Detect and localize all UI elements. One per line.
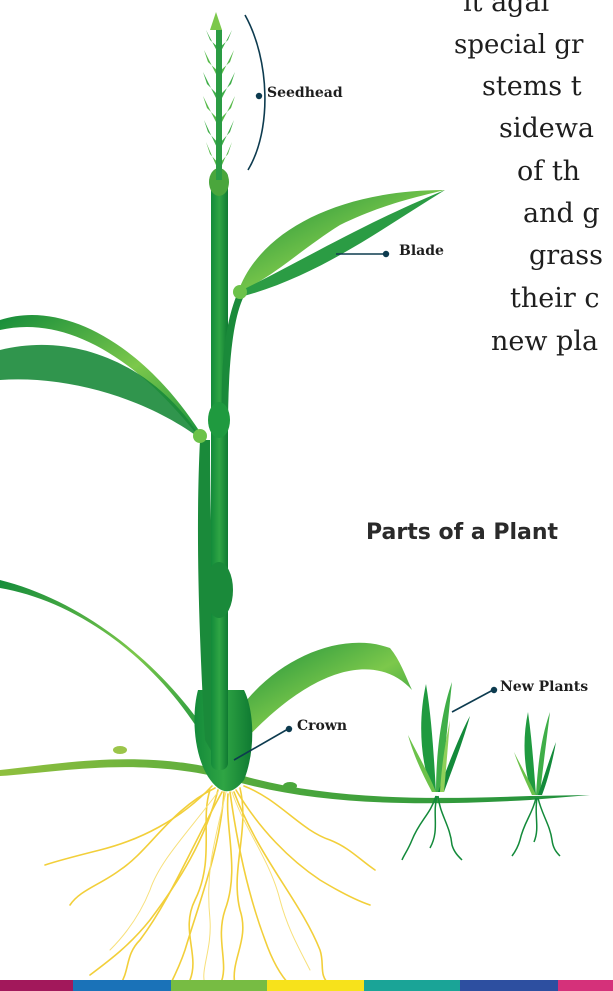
body-text-line: stems t [482,72,582,102]
bar-segment [0,980,73,991]
runner-node [113,746,127,754]
new-plant-2 [514,712,556,795]
new-plant-1 [408,682,470,792]
body-text-line: it agai [463,0,549,18]
leaf-joint [233,285,247,299]
body-text-line: of th [517,157,580,187]
stem-node [208,402,230,438]
main-roots [45,786,375,985]
bar-segment [460,980,558,991]
runner-node [283,782,297,790]
label-new-plants: New Plants [500,679,588,695]
body-text-line: their c [510,284,599,314]
leader-dots [256,93,497,732]
seedhead-spike [203,12,235,180]
new-plants-leader [452,690,493,712]
body-text-line: new pla [491,327,598,357]
diagram-title: Parts of a Plant [366,520,558,545]
bar-segment [171,980,267,991]
bar-segment [364,980,460,991]
seedhead-bracket [245,15,265,170]
main-stem [211,170,228,770]
main-roots-highlight [110,792,310,985]
body-text-line: special gr [454,30,583,60]
leaf-lower-left [0,580,212,740]
body-text-line: grass [529,241,603,271]
label-crown: Crown [297,718,347,734]
runner-stem [0,759,590,803]
label-seedhead: Seedhead [267,85,343,101]
leaf-joint [193,429,207,443]
bar-segment [267,980,364,991]
body-text-line: sidewa [499,114,594,144]
bar-segment [73,980,171,991]
label-blade: Blade [399,243,444,259]
stem-node [205,562,233,618]
bar-segment [558,980,613,991]
new-plant-1-roots [402,796,462,860]
new-plant-2-roots [512,798,560,856]
leaf-left [0,345,202,440]
body-text-line: and g [523,199,600,229]
